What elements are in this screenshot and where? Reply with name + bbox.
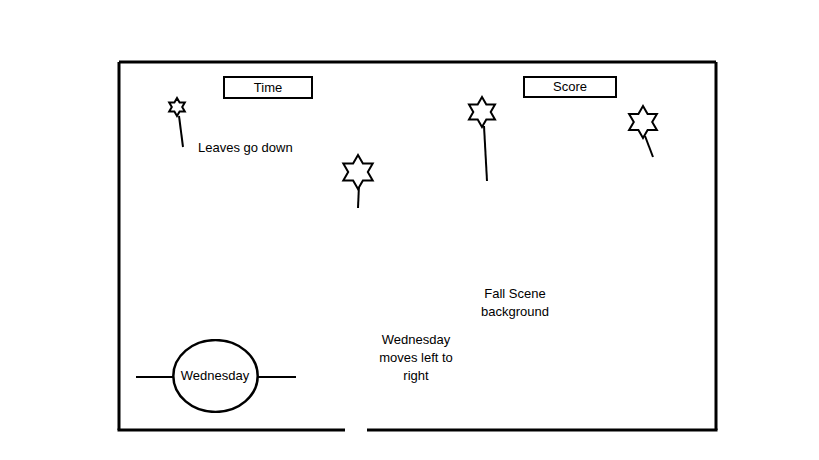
player-arm	[256, 376, 296, 378]
frame-bottom	[118, 429, 346, 432]
frame-right	[715, 62, 718, 430]
frame-top	[119, 61, 716, 64]
node-text: Wednesday	[181, 368, 249, 384]
player-arm	[136, 376, 174, 378]
player-circle: Wednesday	[172, 339, 259, 413]
leaf-star	[629, 106, 657, 138]
circle-shape	[173, 340, 257, 412]
note-label: Fall Scene background	[470, 285, 560, 321]
leaf-star	[169, 98, 185, 116]
note-label: Leaves go down	[198, 139, 328, 157]
node-text: Score	[553, 79, 587, 95]
frame-bottom	[367, 429, 718, 432]
leaf-star	[469, 97, 495, 127]
score-box: Score	[523, 76, 617, 98]
leaf-star	[343, 155, 372, 189]
node-text: Time	[254, 80, 282, 96]
time-box: Time	[223, 76, 313, 99]
frame-left	[118, 62, 121, 430]
leaf-stem	[484, 126, 487, 181]
leaf-stem	[645, 136, 653, 157]
leaf-group	[169, 97, 657, 189]
note-label: Wednesday moves left to right	[372, 331, 460, 385]
leaf-stem	[179, 116, 183, 147]
